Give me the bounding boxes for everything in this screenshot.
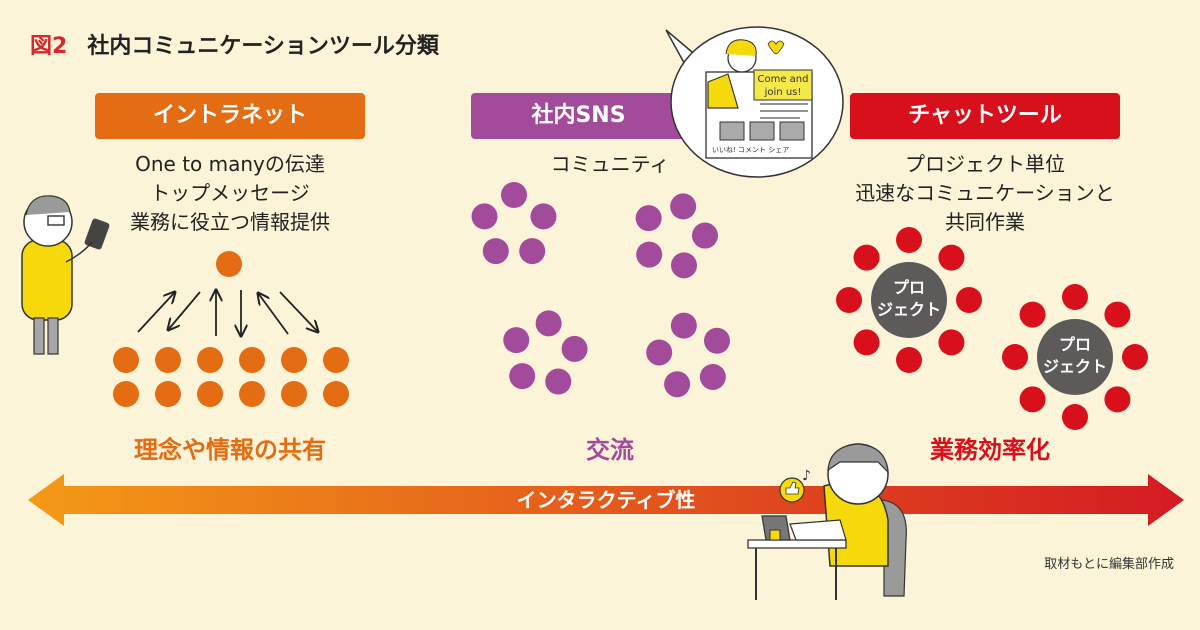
- community-member: [646, 339, 673, 366]
- community-member: [482, 238, 509, 265]
- project-member: [938, 244, 965, 271]
- employee-node: [239, 347, 265, 373]
- description-line: 迅速なコミュニケーションと: [855, 181, 1115, 205]
- description-line: 共同作業: [945, 210, 1025, 234]
- community-member: [703, 327, 730, 354]
- arrow-down: [279, 291, 318, 332]
- music-note-icon: ♪: [802, 468, 811, 484]
- community-member: [670, 312, 697, 339]
- communication-arrows: [137, 290, 318, 336]
- community-member: [501, 182, 527, 208]
- project-member: [938, 329, 965, 356]
- arrow-down: [168, 291, 201, 330]
- employee-node: [281, 347, 307, 373]
- project-member: [853, 244, 880, 271]
- post-text-lines: [760, 103, 808, 119]
- community-member: [561, 335, 588, 362]
- chat-result: 業務効率化: [930, 436, 1050, 464]
- community-member: [530, 203, 557, 230]
- project-member: [1104, 301, 1131, 328]
- project-member: [896, 227, 922, 253]
- sns-result: 交流: [586, 436, 634, 464]
- figure-title-text: 社内コミュニケーションツール分類: [87, 34, 439, 59]
- post-bubble-line: Come and: [758, 74, 809, 85]
- employee-node: [197, 381, 223, 407]
- employee-node: [155, 347, 181, 373]
- mug-icon: [769, 529, 781, 541]
- description-line: プロジェクト単位: [905, 152, 1065, 176]
- project-member: [853, 329, 880, 356]
- community-member: [519, 238, 546, 265]
- project-member: [1062, 284, 1088, 310]
- description-line: トップメッセージ: [150, 181, 310, 205]
- employee-node: [323, 347, 349, 373]
- project-member: [1104, 386, 1131, 413]
- community-member: [503, 327, 530, 354]
- employee-node: [281, 381, 307, 407]
- project-member: [1002, 344, 1028, 370]
- project-hub: [871, 262, 947, 338]
- community-member: [691, 222, 718, 249]
- community-member: [670, 193, 697, 220]
- project-member: [1062, 404, 1088, 430]
- arrow-up: [258, 293, 289, 335]
- sns-description: コミュニティ: [520, 150, 700, 179]
- intranet-description: One to manyの伝達 トップメッセージ 業務に役立つ情報提供: [90, 150, 370, 237]
- description-line: One to manyの伝達: [135, 152, 325, 176]
- category-intranet: イントラネット: [95, 93, 365, 139]
- community-member: [664, 371, 691, 398]
- source-note: 取材もとに編集部作成: [1044, 557, 1174, 572]
- intranet-diagram: [113, 251, 349, 407]
- community-member: [545, 368, 572, 395]
- project-label: プロ ジェクト: [876, 278, 941, 319]
- community-member: [699, 363, 726, 390]
- employee-node: [155, 381, 181, 407]
- project-member: [1019, 386, 1046, 413]
- arrow-up: [137, 292, 175, 333]
- top-node: [216, 251, 242, 277]
- community-member: [670, 252, 697, 279]
- project-member: [836, 287, 862, 313]
- community-member: [635, 205, 662, 232]
- employee-node: [197, 347, 223, 373]
- community-member: [636, 241, 663, 268]
- category-sns: 社内SNS: [471, 93, 686, 139]
- employee-node: [323, 381, 349, 407]
- project-member: [1019, 301, 1046, 328]
- project-member: [896, 347, 922, 373]
- figure-number: 図2: [30, 34, 68, 59]
- employee-node: [239, 381, 265, 407]
- post-footer: いいね! コメント シェア: [712, 146, 789, 154]
- project-member: [1122, 344, 1148, 370]
- axis-label: インタラクティブ性: [517, 488, 696, 512]
- heart-icon: [767, 40, 785, 55]
- post-bubble-line: join us!: [764, 87, 802, 98]
- employee-node: [113, 381, 139, 407]
- sns-post-illustration: Come and join us! いいね! コメント シェア: [665, 26, 844, 178]
- project-hub: [1037, 319, 1113, 395]
- category-chat: チャットツール: [850, 93, 1120, 139]
- description-line: 業務に役立つ情報提供: [130, 210, 330, 234]
- person-at-desk-illustration: ♪: [747, 443, 907, 600]
- employee-nodes: [113, 347, 349, 407]
- chat-description: プロジェクト単位 迅速なコミュニケーションと 共同作業: [840, 150, 1130, 237]
- employee-node: [113, 347, 139, 373]
- project-member: [956, 287, 982, 313]
- description-line: コミュニティ: [550, 152, 670, 176]
- sns-diagram: [471, 182, 730, 398]
- figure-title: 図2 社内コミュニケーションツール分類: [30, 28, 439, 60]
- person-with-smartphone-illustration: [21, 195, 110, 355]
- community-member: [535, 310, 562, 337]
- community-member: [509, 363, 536, 390]
- project-label: プロ ジェクト: [1042, 335, 1107, 376]
- community-member: [471, 203, 498, 230]
- intranet-result: 理念や情報の共有: [134, 436, 326, 464]
- chat-diagram: [836, 227, 1148, 430]
